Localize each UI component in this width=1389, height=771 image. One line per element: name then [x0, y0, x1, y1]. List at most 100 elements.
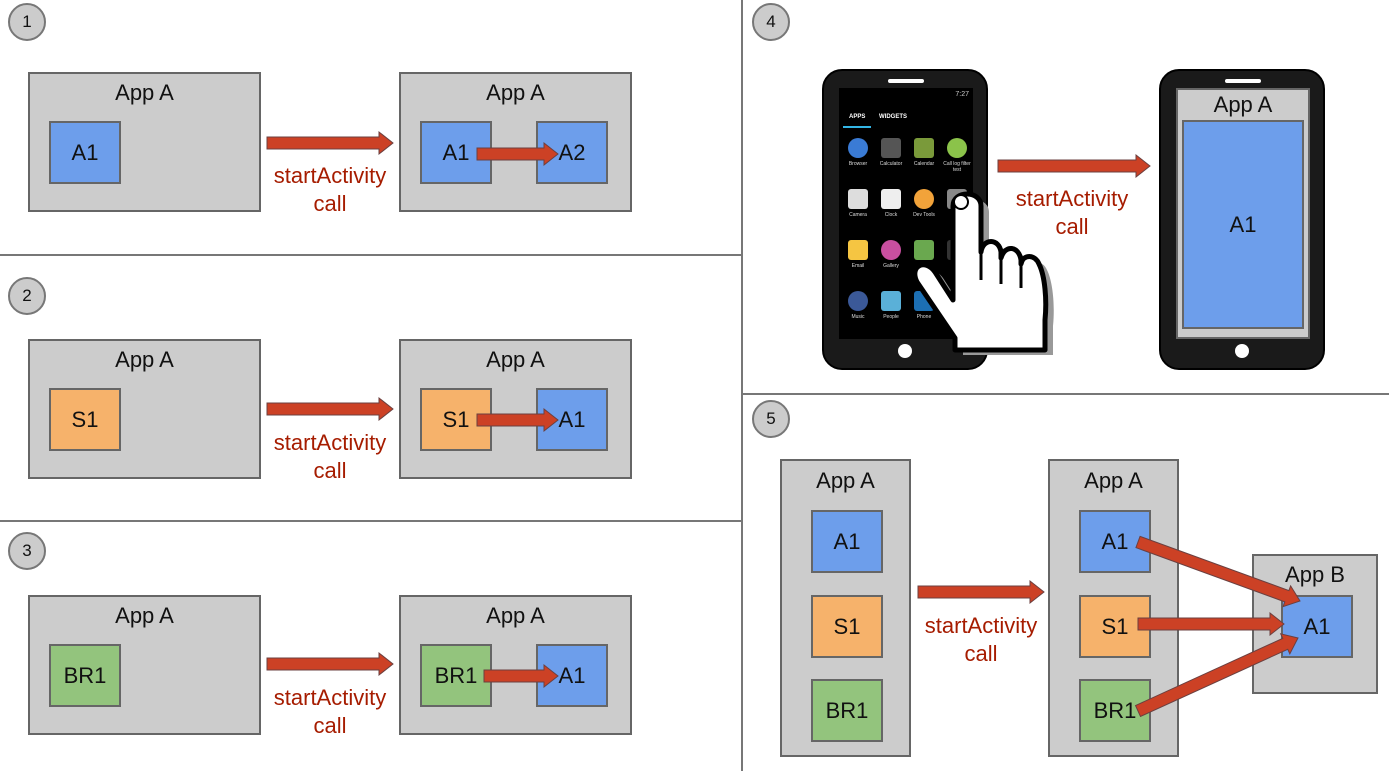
app-icon-graphic — [881, 189, 901, 209]
app-title: App A — [115, 347, 174, 372]
app-title: App A — [115, 603, 174, 628]
app-icon-graphic — [914, 240, 934, 260]
component-call-arrow — [476, 407, 559, 433]
app-title: App A — [1084, 468, 1143, 493]
receiver-component: BR1 — [420, 644, 492, 707]
app-icon-label: People — [883, 314, 899, 320]
start-activity-arrow — [266, 396, 394, 422]
launcher-app-icon[interactable]: Browser — [843, 136, 873, 184]
receiver-component: BR1 — [811, 679, 883, 742]
launcher-tab-apps[interactable]: APPS — [849, 114, 866, 120]
start-activity-caption: startActivity call — [262, 684, 398, 740]
app-icon-label: Calendar — [913, 161, 935, 167]
status-time: 7:27 — [955, 91, 969, 98]
panel-number-badge: 5 — [752, 400, 790, 438]
app-icon-label: Call log filter test — [943, 161, 971, 173]
panel-number-badge: 1 — [8, 3, 46, 41]
app-icon-label: Clock — [884, 212, 898, 218]
app-box: App A S1 A1 — [399, 339, 632, 479]
phone-speaker — [1225, 79, 1261, 83]
app-box: App A BR1 — [28, 595, 261, 735]
app-icon-label: Browser — [848, 161, 868, 167]
phone-speaker — [888, 79, 924, 83]
component-call-arrow — [483, 663, 559, 689]
start-activity-caption: startActivity call — [262, 162, 398, 218]
launcher-tab-widgets[interactable]: WIDGETS — [879, 114, 907, 120]
component-call-arrow — [1134, 633, 1299, 718]
divider-2-3 — [0, 520, 741, 522]
app-icon-graphic — [848, 138, 868, 158]
app-title: App A — [1213, 92, 1273, 117]
service-component: S1 — [49, 388, 121, 451]
activity-component: A1 — [1182, 120, 1304, 329]
app-icon-label: Gallery — [883, 263, 899, 269]
app-icon-label: Email — [851, 263, 865, 269]
divider-1-2 — [0, 254, 741, 256]
vertical-divider — [741, 0, 743, 771]
hand-pointer-icon — [912, 191, 1054, 355]
divider-4-5 — [743, 393, 1389, 395]
app-icon-graphic — [881, 291, 901, 311]
caption-line: call — [313, 191, 347, 216]
start-activity-caption: startActivity call — [913, 612, 1049, 668]
app-icon-graphic — [848, 189, 868, 209]
start-activity-arrow — [266, 651, 394, 677]
app-icon-graphic — [947, 138, 967, 158]
launcher-app-icon[interactable]: Dev Tools — [909, 187, 939, 235]
app-icon-label: Phone — [916, 314, 932, 320]
start-activity-caption: startActivity call — [1004, 185, 1140, 241]
app-icon-graphic — [914, 189, 934, 209]
app-box: App A S1 — [28, 339, 261, 479]
phone-screen: App A A1 — [1176, 88, 1310, 339]
caption-line: startActivity — [273, 685, 387, 710]
app-box: App A A1 S1 BR1 — [1048, 459, 1179, 757]
launcher-app-icon[interactable]: Calendar — [909, 136, 939, 184]
app-box: App A A1 — [28, 72, 261, 212]
app-icon-graphic — [914, 138, 934, 158]
start-activity-arrow — [266, 130, 394, 156]
component-call-arrow — [1137, 611, 1285, 637]
launcher-tab-indicator — [843, 126, 871, 128]
launcher-app-icon[interactable]: Email — [843, 238, 873, 286]
start-activity-caption: startActivity call — [262, 429, 398, 485]
app-icon-label: Dev Tools — [913, 212, 935, 218]
launcher-app-icon[interactable]: Clock — [876, 187, 906, 235]
launcher-app-icon[interactable]: Music — [843, 289, 873, 337]
caption-line: startActivity — [1015, 186, 1129, 211]
launcher-app-icon[interactable]: People — [876, 289, 906, 337]
app-title: App A — [486, 80, 545, 105]
phone-app: App A A1 — [1159, 69, 1325, 370]
start-activity-arrow — [997, 153, 1151, 179]
app-title: App A — [816, 468, 875, 493]
app-icon-graphic — [848, 240, 868, 260]
caption-line: startActivity — [273, 430, 387, 455]
app-icon-graphic — [881, 138, 901, 158]
app-icon-graphic — [881, 240, 901, 260]
app-box: App A BR1 A1 — [399, 595, 632, 735]
activity-component: A2 — [536, 121, 608, 184]
app-title: App A — [486, 347, 545, 372]
app-title: App A — [486, 603, 545, 628]
launcher-app-icon[interactable]: Gallery — [876, 238, 906, 286]
panel-number-badge: 2 — [8, 277, 46, 315]
activity-component: A1 — [49, 121, 121, 184]
receiver-component: BR1 — [49, 644, 121, 707]
app-icon-label: Camera — [849, 212, 867, 218]
caption-line: call — [313, 713, 347, 738]
app-icon-label: Music — [851, 314, 865, 320]
launcher-app-icon[interactable]: Calculator — [876, 136, 906, 184]
phone-home-button[interactable] — [898, 344, 912, 358]
launcher-app-icon[interactable]: Call log filter test — [942, 136, 972, 184]
service-component: S1 — [811, 595, 883, 658]
launcher-app-icon[interactable] — [909, 238, 939, 286]
phone-screen: 7:27 APPS WIDGETS Browser Calculator Calen… — [839, 88, 973, 339]
app-title: App B — [1285, 562, 1345, 587]
caption-line: call — [964, 641, 998, 666]
caption-line: call — [313, 458, 347, 483]
component-call-arrow — [476, 141, 559, 167]
app-icon-label: Calculator — [879, 161, 903, 167]
caption-line: call — [1055, 214, 1089, 239]
launcher-app-icon[interactable]: Camera — [843, 187, 873, 235]
phone-home-button[interactable] — [1235, 344, 1249, 358]
